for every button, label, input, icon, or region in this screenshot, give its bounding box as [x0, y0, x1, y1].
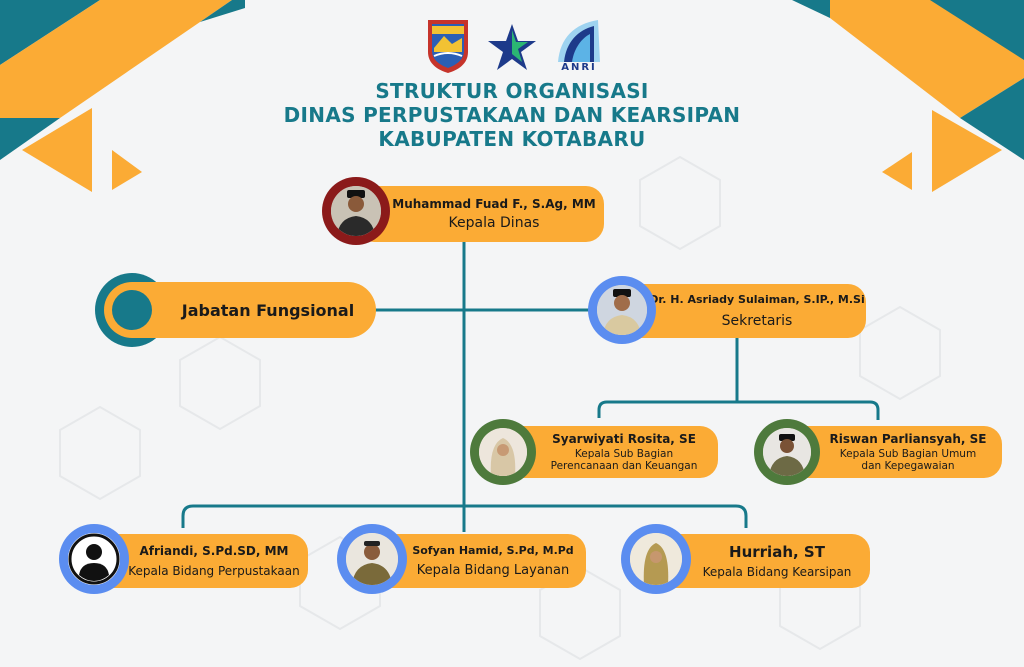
anri-logo-graphic	[558, 20, 600, 62]
photo-bidang-perpustakaan	[68, 533, 120, 585]
person-icon	[346, 533, 398, 585]
role-kepala-dinas: Kepala Dinas	[448, 215, 540, 231]
star-logo	[488, 24, 536, 70]
photo-sub-perencanaan	[479, 428, 527, 476]
title-line-1: STRUKTUR ORGANISASI	[375, 79, 649, 103]
pill-bidang-kearsipan: Hurriah, ST Kepala Bidang Kearsipan	[654, 534, 870, 588]
name-sekretaris: Dr. H. Asriady Sulaiman, S.IP., M.Si	[649, 293, 865, 306]
photo-kepala-dinas	[331, 186, 381, 236]
photo-sub-umum	[763, 428, 811, 476]
role-bidang-layanan: Kepala Bidang Layanan	[416, 562, 570, 578]
person-icon	[763, 428, 811, 476]
name-bidang-kearsipan: Hurriah, ST	[729, 542, 825, 561]
role-bidang-kearsipan: Kepala Bidang Kearsipan	[702, 564, 852, 579]
label-jabatan-fungsional: Jabatan Fungsional	[181, 300, 355, 320]
anri-logo-text: ANRI	[561, 62, 597, 73]
role-sub-perencanaan-line2: Perencanaan dan Keuangan	[550, 460, 698, 472]
name-kepala-dinas: Muhammad Fuad F., S.Ag, MM	[392, 197, 596, 211]
role-sub-perencanaan-line1: Kepala Sub Bagian	[574, 448, 674, 460]
pill-bidang-perpustakaan: Afriandi, S.Pd.SD, MM Kepala Bidang Perp…	[92, 534, 308, 588]
pill-sekretaris: Dr. H. Asriady Sulaiman, S.IP., M.Si Sek…	[618, 284, 866, 338]
photo-sekretaris	[597, 285, 647, 335]
person-icon	[597, 285, 647, 335]
role-sub-umum-line2: dan Kepegawaian	[861, 460, 955, 472]
title-line-3: KABUPATEN KOTABARU	[378, 127, 646, 151]
pill-sub-umum: Riswan Parliansyah, SE Kepala Sub Bagian…	[784, 426, 1002, 478]
anri-logo: ANRI	[554, 18, 604, 74]
person-icon	[630, 533, 682, 585]
role-sekretaris: Sekretaris	[721, 313, 793, 329]
inner-circle-jabatan-fungsional	[112, 290, 152, 330]
photo-bidang-kearsipan	[630, 533, 682, 585]
avatar-placeholder-icon	[68, 533, 120, 585]
pill-kepala-dinas: Muhammad Fuad F., S.Ag, MM Kepala Dinas	[356, 186, 604, 242]
name-bidang-perpustakaan: Afriandi, S.Pd.SD, MM	[139, 543, 289, 558]
regency-crest-logo	[428, 20, 468, 73]
role-sub-umum-line1: Kepala Sub Bagian Umum	[839, 448, 977, 460]
role-bidang-perpustakaan: Kepala Bidang Perpustakaan	[128, 563, 300, 578]
name-bidang-layanan: Sofyan Hamid, S.Pd, M.Pd	[412, 543, 574, 557]
name-sub-umum: Riswan Parliansyah, SE	[829, 432, 987, 446]
person-icon	[479, 428, 527, 476]
name-sub-perencanaan: Syarwiyati Rosita, SE	[552, 432, 696, 446]
person-icon	[331, 186, 381, 236]
photo-bidang-layanan	[346, 533, 398, 585]
pill-sub-perencanaan: Syarwiyati Rosita, SE Kepala Sub Bagian …	[500, 426, 718, 478]
title-line-2: DINAS PERPUSTAKAAN DAN KEARSIPAN	[283, 103, 741, 127]
